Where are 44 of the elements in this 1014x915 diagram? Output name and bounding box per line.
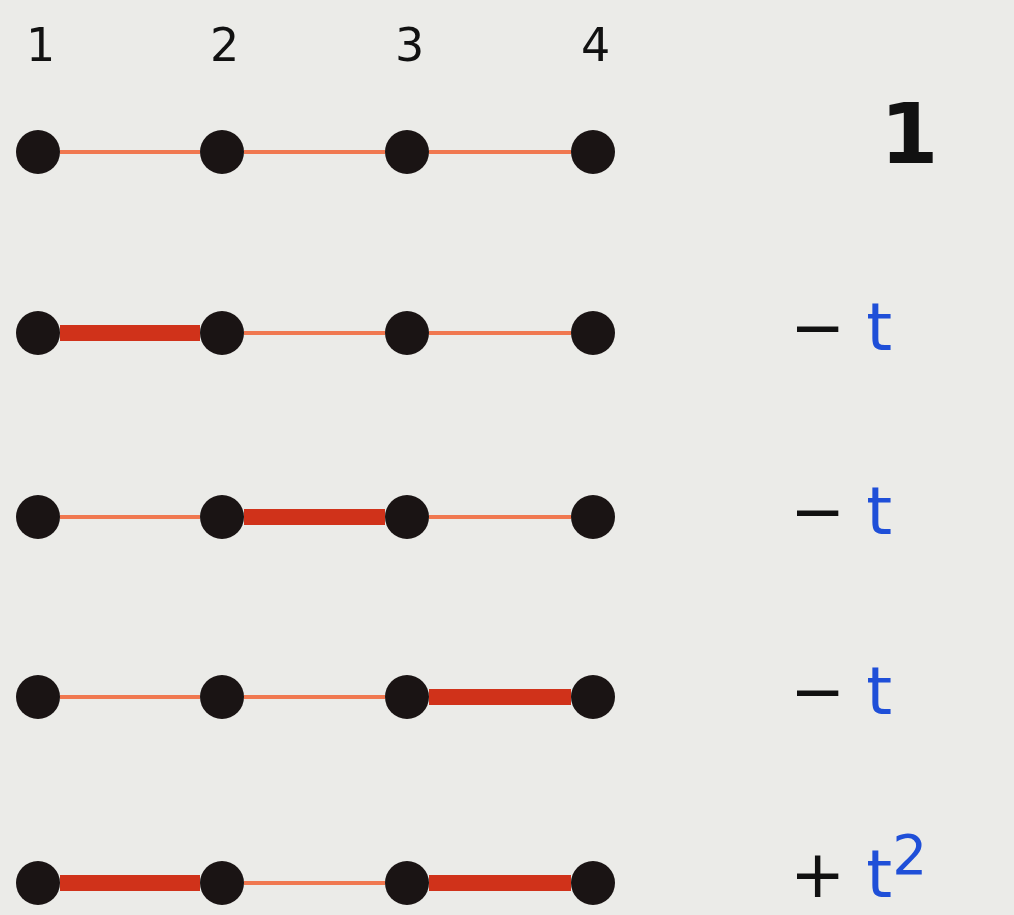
connecting-line	[244, 331, 385, 335]
dot	[571, 130, 615, 174]
connecting-line	[429, 150, 571, 154]
column-number: 3	[395, 22, 425, 68]
connecting-line	[244, 150, 385, 154]
dot	[16, 130, 60, 174]
dot	[16, 495, 60, 539]
row-term: − t	[790, 479, 893, 545]
connecting-line	[60, 695, 200, 699]
connecting-line	[429, 331, 571, 335]
dot	[385, 675, 429, 719]
connecting-line	[244, 881, 385, 885]
dot	[200, 130, 244, 174]
dot	[385, 311, 429, 355]
dot	[385, 495, 429, 539]
connecting-line	[429, 515, 571, 519]
connecting-line	[429, 875, 571, 891]
dot	[200, 311, 244, 355]
dot	[385, 130, 429, 174]
connecting-line	[60, 875, 200, 891]
connecting-line	[244, 509, 385, 525]
connecting-line	[60, 515, 200, 519]
connecting-line	[60, 325, 200, 341]
row-term: − t	[790, 659, 893, 725]
dot	[16, 675, 60, 719]
dot	[571, 495, 615, 539]
dot	[385, 861, 429, 905]
dot	[16, 861, 60, 905]
dot	[200, 861, 244, 905]
dot	[571, 675, 615, 719]
dot	[200, 495, 244, 539]
dot	[571, 861, 615, 905]
row-term: 1	[880, 92, 939, 176]
row-term: + t$^{2}$	[790, 828, 928, 908]
connecting-line	[60, 150, 200, 154]
column-number: 2	[210, 22, 240, 68]
row-term: − t	[790, 295, 893, 361]
dot	[16, 311, 60, 355]
column-number: 1	[26, 22, 56, 68]
dot	[200, 675, 244, 719]
connecting-line	[429, 689, 571, 705]
column-number: 4	[581, 22, 611, 68]
connecting-line	[244, 695, 385, 699]
dot	[571, 311, 615, 355]
